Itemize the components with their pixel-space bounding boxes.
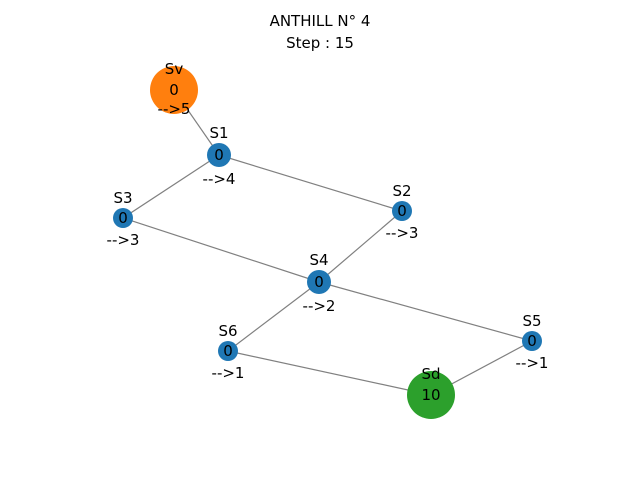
node-name-label: Sv [165,60,184,78]
node-count-label: 0 [214,146,224,164]
node-count-label: 0 [118,209,128,227]
node-circle [407,371,455,419]
edge-s2-s4 [318,210,403,283]
node-name-label: S1 [209,124,228,142]
node-count-label: 10 [421,386,440,404]
step-counter: Step : 15 [286,34,354,52]
node-next-label: -->4 [203,170,236,188]
node-next-label: -->3 [386,224,419,242]
node-s6: S6 0 -->1 [212,322,245,382]
node-count-label: 0 [223,342,233,360]
node-circle [307,270,331,294]
nodes-layer: Sv0-->5S10-->4S20-->3S30-->3S40-->2S50--… [107,60,549,419]
node-s2: S2 0 -->3 [386,182,419,242]
edge-s4-s5 [318,281,533,342]
node-circle [522,331,542,351]
edge-s6-sd [227,350,432,396]
node-next-label: -->1 [516,354,549,372]
edge-s3-s4 [122,217,320,283]
node-circle [207,143,231,167]
node-circle [218,341,238,361]
node-next-label: -->3 [107,231,140,249]
node-sv: Sv 0-->5 [150,60,198,118]
node-count-label: 0 [169,81,179,99]
node-count-label: 0 [314,273,324,291]
node-circle [392,201,412,221]
edge-s4-s6 [227,281,320,352]
node-next-label: -->2 [303,297,336,315]
node-circle [113,208,133,228]
node-sd: Sd 10 [407,365,455,419]
node-name-label: Sd [421,365,440,383]
node-s5: S5 0 -->1 [516,312,549,372]
node-count-label: 0 [527,332,537,350]
node-s4: S4 0 -->2 [303,251,336,315]
edges-layer [122,89,533,396]
title: ANTHILL N° 4 [269,12,371,30]
node-name-label: S5 [522,312,541,330]
node-circle [150,66,198,114]
node-next-label: -->5 [158,100,191,118]
node-next-label: -->1 [212,364,245,382]
node-s1: S1 0 -->4 [203,124,236,188]
edge-s1-s2 [218,154,403,212]
node-name-label: S6 [218,322,237,340]
node-name-label: S4 [309,251,328,269]
node-name-label: S3 [113,189,132,207]
node-name-label: S2 [392,182,411,200]
node-count-label: 0 [397,202,407,220]
edge-s1-s3 [122,154,220,219]
node-s3: S3 0 -->3 [107,189,140,249]
